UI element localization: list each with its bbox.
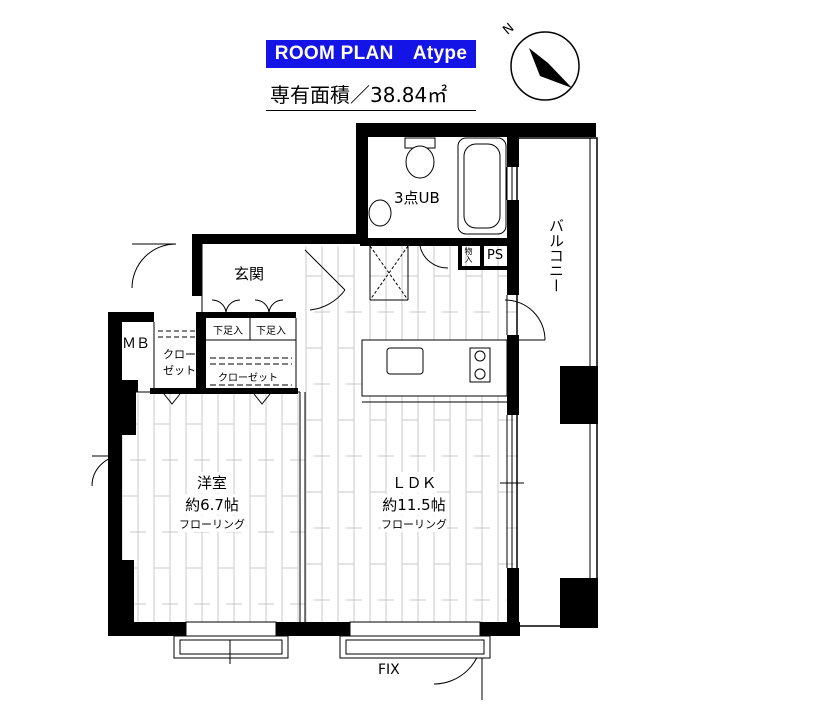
balcony-label: バルコニー — [547, 218, 565, 293]
closet2-label: クローゼット — [218, 373, 278, 384]
mb-label: ＭＢ — [122, 336, 150, 352]
western-room-name: 洋室 — [196, 472, 228, 493]
compass — [510, 31, 580, 101]
western-room-size: 約6.7帖 — [185, 494, 239, 515]
bath-label: 3点UB — [394, 189, 440, 207]
balcony-wall-block — [560, 366, 598, 424]
closet1-label-line2: ゼット — [163, 364, 196, 377]
ps-label: PS — [487, 248, 504, 263]
floor-area: 専有面積／38.84㎡ — [266, 82, 476, 111]
plan-title: ROOM PLAN Atype — [266, 40, 476, 68]
walls — [108, 123, 596, 636]
ldk-floor: フローリング — [381, 516, 447, 532]
storage-label: 物入 — [464, 247, 473, 263]
shoe-box1-label: 下足入 — [213, 326, 243, 337]
closet1-label-line1: クロー — [163, 348, 196, 361]
flooring-ldk — [305, 246, 522, 622]
shoe-box2-label: 下足入 — [256, 326, 286, 337]
ldk-size: 約11.5帖 — [382, 494, 446, 515]
ldk-name: ＬＤＫ — [391, 472, 437, 493]
western-room-floor: フローリング — [179, 516, 245, 532]
balcony-wall-block — [560, 578, 598, 628]
entrance-label: 玄関 — [234, 265, 265, 283]
fix-window-label: FIX — [378, 662, 400, 678]
